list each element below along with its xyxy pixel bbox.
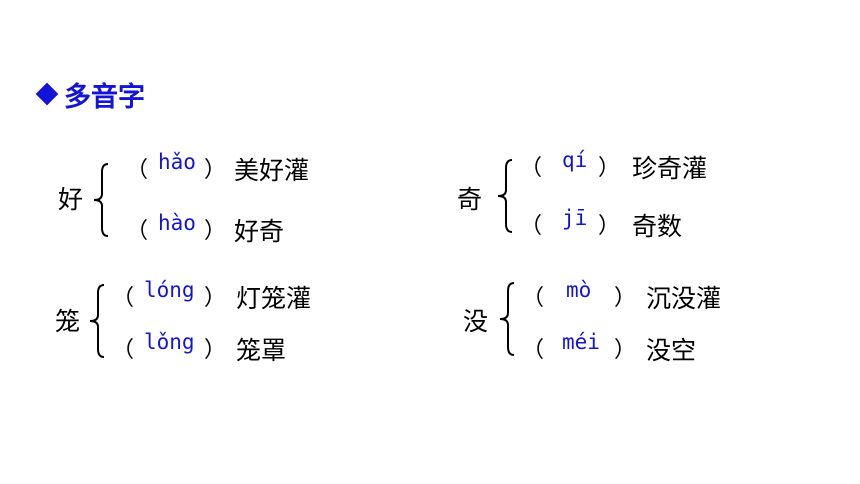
close-paren: ）: [614, 338, 637, 363]
curly-brace-icon: [89, 284, 105, 358]
open-paren: （: [522, 338, 545, 363]
group-character: 好: [58, 185, 84, 214]
close-paren: ）: [204, 158, 227, 183]
curly-brace-icon: [93, 163, 109, 237]
curly-brace-icon: [497, 159, 513, 233]
pinyin: hào: [158, 211, 196, 235]
open-paren: （: [520, 214, 543, 239]
close-paren: ）: [598, 214, 621, 239]
section-title: 多音字: [64, 81, 145, 113]
example-word: 珍奇灌: [632, 154, 708, 183]
open-paren: （: [112, 286, 135, 311]
group-character: 奇: [457, 185, 483, 214]
example-word: 好奇: [234, 217, 285, 246]
open-paren: （: [112, 338, 135, 363]
pinyin: jī: [562, 206, 588, 230]
section-heading: 多音字: [35, 76, 145, 113]
close-paren: ）: [204, 286, 227, 311]
pinyin: mò: [566, 278, 592, 302]
open-paren: （: [522, 286, 545, 311]
curly-brace-icon: [499, 282, 515, 356]
example-word: 灯笼灌: [236, 284, 312, 313]
group-character: 没: [463, 307, 489, 336]
example-word: 笼罩: [236, 336, 287, 365]
example-word: 美好灌: [234, 156, 310, 185]
close-paren: ）: [204, 219, 227, 244]
open-paren: （: [126, 158, 149, 183]
diamond-bullet-icon: [35, 82, 59, 106]
example-word: 没空: [646, 336, 697, 365]
pinyin: lóng: [144, 278, 195, 302]
pinyin: qí: [562, 148, 588, 172]
open-paren: （: [126, 219, 149, 244]
pinyin: méi: [562, 330, 600, 354]
close-paren: ）: [598, 156, 621, 181]
open-paren: （: [520, 156, 543, 181]
example-word: 沉没灌: [646, 284, 722, 313]
group-character: 笼: [55, 307, 81, 336]
close-paren: ）: [614, 286, 637, 311]
pinyin: lǒng: [144, 330, 195, 354]
example-word: 奇数: [632, 212, 683, 241]
close-paren: ）: [204, 338, 227, 363]
pinyin: hǎo: [158, 150, 196, 174]
